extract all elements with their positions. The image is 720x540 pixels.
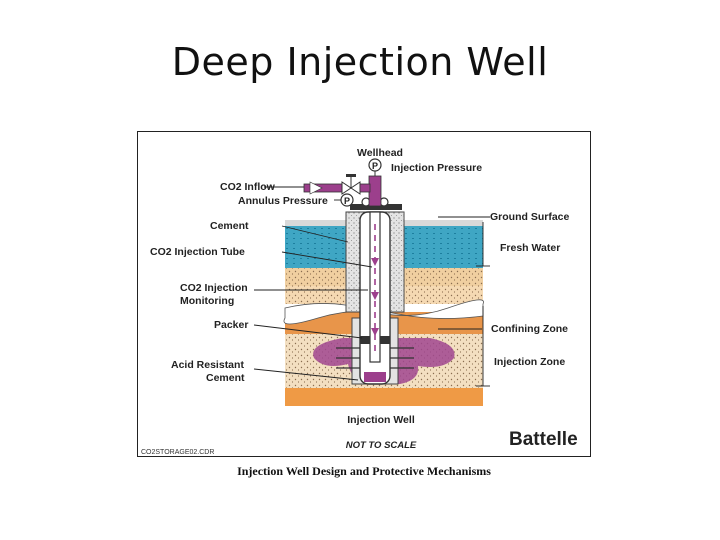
- label-acid-resistant-1: Acid Resistant: [171, 359, 244, 371]
- wellhead: P P: [303, 158, 402, 210]
- brand-logo-text: Battelle: [509, 429, 578, 450]
- label-co2-injection-1: CO2 Injection: [180, 282, 248, 294]
- figure-caption: Injection Well Design and Protective Mec…: [237, 464, 491, 478]
- well-diagram-svg: P P Wellhead Injection Pressure: [141, 147, 578, 456]
- slide-title: Deep Injection Well: [171, 40, 549, 84]
- label-co2-inflow: CO2 Inflow: [220, 181, 276, 193]
- label-injection-well: Injection Well: [347, 414, 415, 426]
- leader-lines: [253, 186, 490, 381]
- label-ground-surface: Ground Surface: [490, 211, 570, 223]
- label-packer: Packer: [214, 319, 248, 331]
- file-tag: CO2STORAGE02.CDR: [141, 449, 214, 456]
- deep-layer: [285, 388, 483, 406]
- label-not-to-scale: NOT TO SCALE: [346, 440, 417, 451]
- well-structure: [336, 211, 414, 385]
- packer-right: [380, 336, 390, 344]
- wellhead-body: [368, 175, 382, 207]
- diagram-labels: Wellhead Injection Pressure CO2 Inflow A…: [141, 147, 578, 456]
- label-confining-zone: Confining Zone: [491, 323, 568, 335]
- well-diagram: P P Wellhead Injection Pressure: [137, 131, 591, 457]
- valve-icon: [341, 174, 361, 195]
- label-injection-zone: Injection Zone: [494, 356, 565, 368]
- zone-brackets: [476, 222, 490, 387]
- casing-bottom: [364, 372, 386, 382]
- injection-gauge-icon: [368, 158, 382, 172]
- label-wellhead: Wellhead: [357, 147, 403, 159]
- annulus-gauge-symbol: P: [344, 196, 350, 206]
- label-annulus-pressure: Annulus Pressure: [238, 195, 328, 207]
- label-injection-pressure: Injection Pressure: [391, 162, 482, 174]
- injection-tube: [369, 211, 381, 363]
- label-co2-injection-tube: CO2 Injection Tube: [150, 246, 245, 258]
- label-acid-resistant-2: Cement: [206, 372, 245, 384]
- label-cement: Cement: [210, 220, 249, 232]
- label-fresh-water: Fresh Water: [500, 242, 560, 254]
- packer-left: [360, 336, 370, 344]
- injection-gauge-symbol: P: [372, 161, 378, 171]
- label-co2-injection-2: Monitoring: [180, 295, 234, 307]
